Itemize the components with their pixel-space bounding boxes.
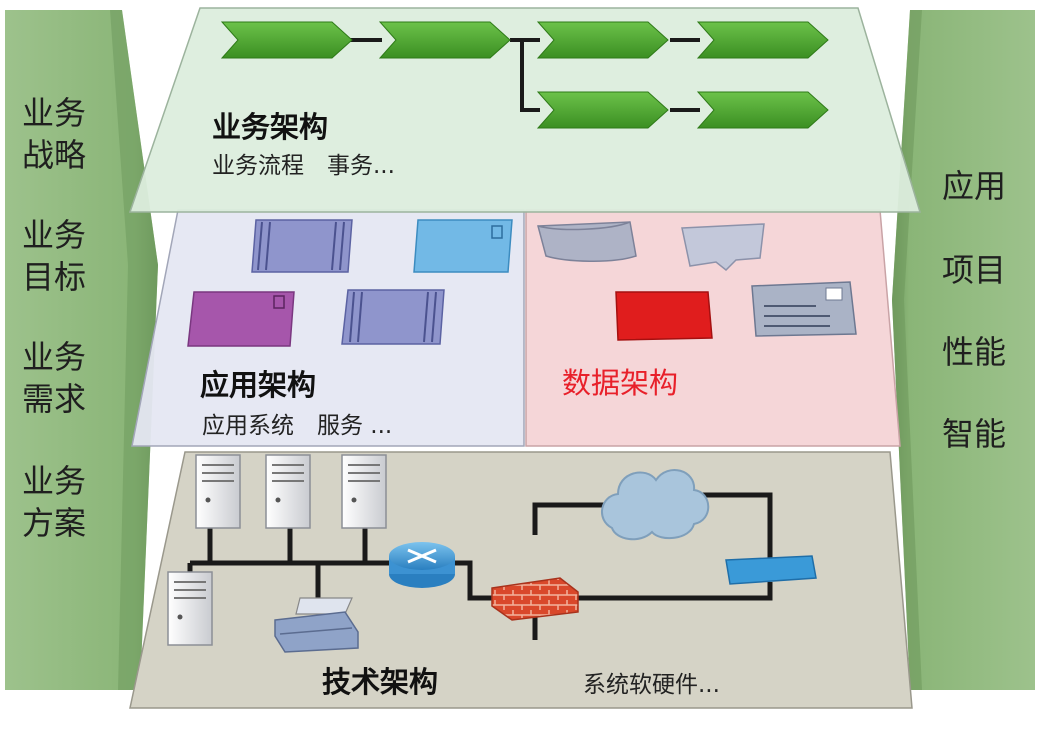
process-arrow-icon bbox=[536, 91, 669, 129]
left-pillar-item: 业务 需求 bbox=[22, 336, 86, 420]
technology-layer bbox=[129, 451, 913, 709]
application-layer: 应用架构 应用系统 服务 ... bbox=[131, 209, 525, 447]
server-icon bbox=[341, 454, 387, 529]
component-icon bbox=[413, 219, 513, 273]
component-icon bbox=[341, 289, 445, 345]
router-icon bbox=[389, 542, 455, 588]
business-layer-title: 业务架构 bbox=[212, 110, 328, 144]
process-arrow-icon bbox=[696, 91, 829, 129]
data-layer: 数据架构 bbox=[525, 209, 901, 447]
component-icon bbox=[187, 291, 295, 347]
server-icon bbox=[167, 571, 213, 646]
table-icon bbox=[615, 291, 713, 341]
application-layer-subtitle: 应用系统 服务 ... bbox=[202, 413, 392, 439]
right-pillar-item: 智能 bbox=[942, 415, 1007, 453]
cloud-icon bbox=[601, 469, 710, 541]
firewall-icon bbox=[491, 577, 579, 621]
left-pillar-item-line2: 需求 bbox=[22, 380, 87, 418]
left-pillar-item: 业务 方案 bbox=[22, 460, 86, 544]
server-icon bbox=[195, 454, 241, 529]
printer-icon bbox=[274, 597, 359, 653]
form-icon bbox=[751, 281, 857, 337]
server-icon bbox=[265, 454, 311, 529]
switch-icon bbox=[725, 555, 817, 585]
document-icon bbox=[681, 223, 765, 272]
left-pillar-item: 业务 目标 bbox=[22, 214, 86, 298]
process-arrow-icon bbox=[378, 21, 511, 59]
left-pillar-item-line1: 业务 bbox=[22, 94, 87, 132]
database-icon bbox=[537, 221, 637, 262]
right-pillar-item: 项目 bbox=[942, 251, 1007, 289]
left-pillar-item-line1: 业务 bbox=[22, 462, 87, 500]
technology-layer-title: 技术架构 bbox=[322, 665, 438, 699]
business-layer: 业务架构 业务流程 事务... bbox=[128, 7, 922, 213]
process-arrow-icon bbox=[220, 21, 353, 59]
right-pillar-item: 应用 bbox=[942, 167, 1007, 205]
business-layer-subtitle: 业务流程 事务... bbox=[212, 153, 395, 179]
left-pillar-item-line1: 业务 bbox=[22, 338, 87, 376]
right-pillar-item: 性能 bbox=[942, 333, 1007, 371]
left-pillar-item: 业务 战略 bbox=[22, 92, 86, 176]
process-arrow-icon bbox=[536, 21, 669, 59]
component-icon bbox=[251, 219, 353, 273]
left-pillar-item-line1: 业务 bbox=[22, 216, 87, 254]
left-pillar-item-line2: 方案 bbox=[22, 504, 87, 542]
technology-layer-subtitle: 系统软硬件... bbox=[583, 672, 720, 698]
process-connector bbox=[350, 38, 700, 112]
data-layer-title: 数据架构 bbox=[562, 366, 678, 400]
process-arrow-icon bbox=[696, 21, 829, 59]
left-pillar-item-line2: 目标 bbox=[22, 258, 87, 296]
left-pillar-item-line2: 战略 bbox=[22, 136, 87, 174]
application-layer-title: 应用架构 bbox=[200, 368, 316, 402]
